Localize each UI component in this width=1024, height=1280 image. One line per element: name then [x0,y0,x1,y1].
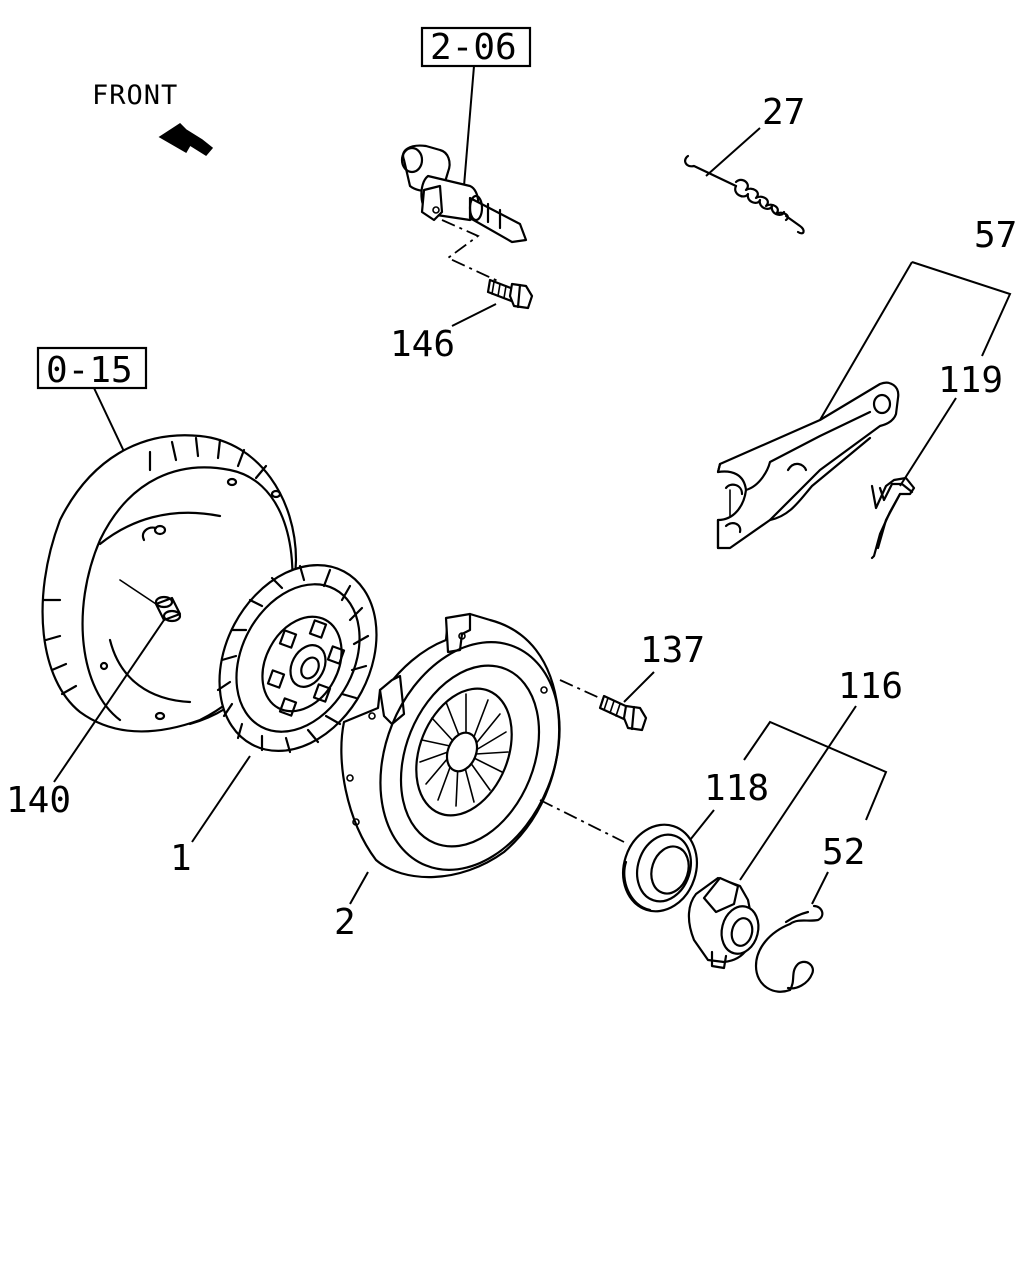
ref-2-06-label: 2-06 [430,27,517,68]
bearing-hub-116-part [687,876,760,970]
bolt-137-part [598,694,648,732]
callout-119[interactable]: 119 [938,360,1003,401]
ref-0-15-label: 0-15 [46,350,133,391]
spring-clip-119-part [870,476,916,560]
callout-146[interactable]: 146 [390,324,455,365]
callout-137[interactable]: 137 [640,630,705,671]
pilot-bearing-140-part [119,579,182,623]
pressure-plate-2-part [340,612,561,879]
bolt-146-part [486,278,534,310]
callout-116[interactable]: 116 [838,666,903,707]
callout-140[interactable]: 140 [6,780,71,821]
release-bearing-118-part [622,823,698,913]
callout-52[interactable]: 52 [822,832,865,873]
front-label: FRONT [92,80,178,111]
callout-1[interactable]: 1 [170,838,192,879]
clutch-disc-1-part [216,564,378,754]
release-fork-57-part [716,381,900,550]
front-arrow-icon [158,123,214,156]
callout-2[interactable]: 2 [334,902,356,943]
callout-118[interactable]: 118 [704,768,769,809]
front-indicator: FRONT [92,80,214,156]
callout-57[interactable]: 57 [974,215,1017,256]
ref-box-2-06[interactable]: 2-06 [420,26,532,68]
callout-27[interactable]: 27 [762,92,805,133]
return-spring-27-part [684,154,805,235]
ref-box-0-15[interactable]: 0-15 [36,346,148,391]
slave-cylinder-part [400,144,528,244]
wire-clip-52-part [754,904,824,993]
